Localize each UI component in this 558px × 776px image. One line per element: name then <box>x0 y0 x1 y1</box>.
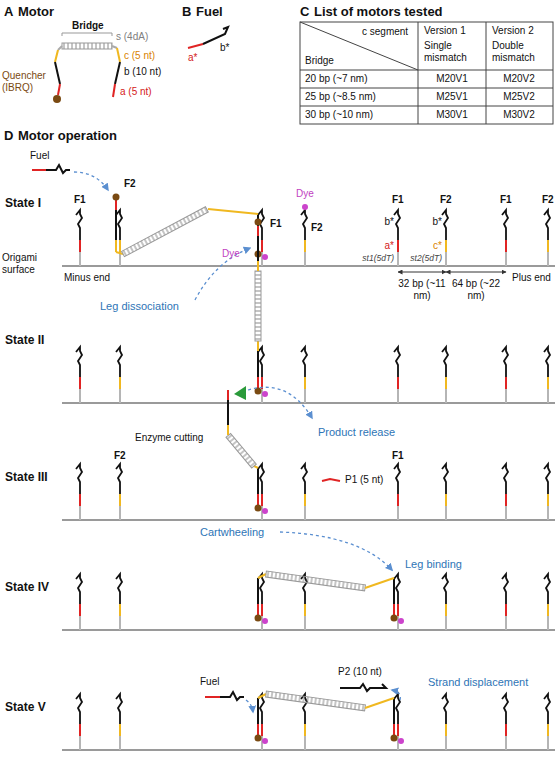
strand-name: F2 <box>311 222 323 234</box>
staple-label: st2(5dT) <box>410 253 442 263</box>
annotation: c segment <box>362 26 408 38</box>
segment-label: s (4dA) <box>116 31 148 43</box>
annotation: Origami surface <box>2 252 58 276</box>
step-label: Product release <box>318 426 395 439</box>
panel-heading: C <box>300 4 309 19</box>
strand-name: F1 <box>270 218 282 230</box>
dye-label: Dye <box>296 188 314 200</box>
step-label: Leg binding <box>405 558 462 571</box>
annotation: Plus end <box>512 272 551 284</box>
state-label: State III <box>5 470 48 484</box>
segment-label: a* <box>385 240 394 252</box>
segment-label: a (5 nt) <box>120 86 152 98</box>
staple-label: st1(5dT) <box>362 253 394 263</box>
annotation: b* <box>220 42 229 54</box>
annotation: Version 2 <box>492 25 534 37</box>
state-label: State IV <box>5 580 49 594</box>
quencher-label: Quencher (IBRQ) <box>2 70 50 94</box>
strand-name: Bridge <box>72 20 104 32</box>
segment-label: c* <box>433 240 442 252</box>
panel-heading: List of motors tested <box>314 4 443 19</box>
annotation: M25V1 <box>436 91 468 103</box>
step-label: Leg dissociation <box>100 300 179 313</box>
panel-heading: Fuel <box>196 4 223 19</box>
annotation: P2 (10 nt) <box>338 666 382 678</box>
annotation: Version 1 <box>424 25 466 37</box>
annotation: M20V2 <box>503 73 535 85</box>
annotation: P1 (5 nt) <box>345 474 383 486</box>
strand-name: F1 <box>392 194 404 206</box>
annotation: 25 bp (~8.5 nm) <box>305 91 376 103</box>
annotation: Single mismatch <box>424 40 482 64</box>
annotation: 30 bp (~10 nm) <box>305 109 373 121</box>
annotation: Fuel <box>200 676 219 688</box>
annotation: Minus end <box>64 272 110 284</box>
state-label: State V <box>5 700 46 714</box>
annotation: Fuel <box>30 150 49 162</box>
step-label: Cartwheeling <box>200 526 264 539</box>
annotation: M20V1 <box>436 73 468 85</box>
annotation: b (10 nt) <box>124 66 161 78</box>
annotation: Enzyme cutting <box>135 432 203 444</box>
annotation: M25V2 <box>503 91 535 103</box>
strand-name: F1 <box>500 194 512 206</box>
annotation: Double mismatch <box>492 40 550 64</box>
strand-name: F2 <box>124 178 136 190</box>
strand-name: F2 <box>114 450 126 462</box>
step-label: Strand displacement <box>428 676 528 689</box>
annotation: 64 bp (~22 nm) <box>449 278 503 302</box>
panel-heading: Motor <box>18 4 54 19</box>
annotation: 32 bp (~11 nm) <box>395 278 449 302</box>
state-label: State II <box>5 333 44 347</box>
strand-name: F2 <box>440 194 452 206</box>
panel-heading: D <box>4 128 13 143</box>
segment-label: a* <box>188 52 197 64</box>
dye-label: Dye <box>222 248 240 260</box>
strand-name: F2 <box>542 194 554 206</box>
panel-heading: Motor operation <box>18 128 117 143</box>
annotation: Bridge <box>305 55 334 67</box>
annotation: b* <box>433 216 442 228</box>
strand-name: F1 <box>74 194 86 206</box>
panel-heading: B <box>182 4 191 19</box>
state-label: State I <box>5 196 41 210</box>
annotation: M30V2 <box>503 109 535 121</box>
strand-name: F1 <box>392 450 404 462</box>
panel-heading: A <box>4 4 13 19</box>
annotation: b* <box>385 216 394 228</box>
annotation: 20 bp (~7 nm) <box>305 73 368 85</box>
segment-label: c (5 nt) <box>124 50 155 62</box>
annotation: M30V1 <box>436 109 468 121</box>
